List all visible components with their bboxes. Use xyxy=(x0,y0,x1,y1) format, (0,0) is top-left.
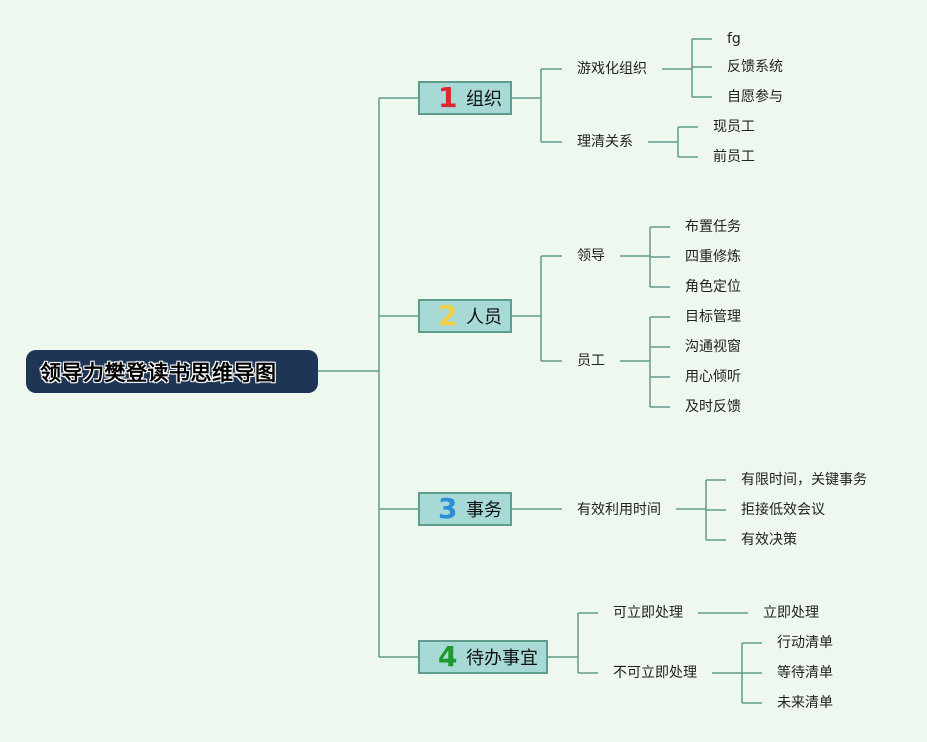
leaf-node[interactable]: 立即处理 xyxy=(763,605,819,621)
subtopic-node[interactable]: 理清关系 xyxy=(577,134,633,150)
subtopic-node[interactable]: 可立即处理 xyxy=(613,605,683,621)
leaf-node[interactable]: 四重修炼 xyxy=(685,249,741,265)
leaf-node[interactable]: 未来清单 xyxy=(777,695,833,711)
topic-number-badge: 4 xyxy=(438,640,458,673)
topic-node-affairs[interactable]: 3 事务 xyxy=(418,492,512,526)
leaf-node[interactable]: 反馈系统 xyxy=(727,59,783,75)
root-title: 领导力樊登读书思维导图 xyxy=(40,360,277,385)
topic-label: 待办事宜 xyxy=(466,648,538,669)
leaf-node[interactable]: 拒接低效会议 xyxy=(741,502,825,518)
leaf-node[interactable]: 及时反馈 xyxy=(685,399,741,415)
topic-node-organization[interactable]: 1 组织 xyxy=(418,81,512,115)
root-node[interactable]: 领导力樊登读书思维导图 xyxy=(26,350,318,393)
leaf-node[interactable]: 角色定位 xyxy=(685,279,741,295)
leaf-node[interactable]: 有效决策 xyxy=(741,532,797,548)
topic-node-todo[interactable]: 4 待办事宜 xyxy=(418,640,548,674)
topic-number-badge: 3 xyxy=(438,492,458,525)
leaf-node[interactable]: 自愿参与 xyxy=(727,89,783,105)
subtopic-node[interactable]: 员工 xyxy=(577,353,605,369)
topic-node-personnel[interactable]: 2 人员 xyxy=(418,299,512,333)
leaf-node[interactable]: fg xyxy=(727,31,741,47)
topic-label: 人员 xyxy=(466,307,502,328)
subtopic-node[interactable]: 领导 xyxy=(577,248,605,264)
leaf-node[interactable]: 有限时间，关键事务 xyxy=(741,472,867,488)
leaf-node[interactable]: 沟通视窗 xyxy=(685,339,741,355)
topic-number-badge: 1 xyxy=(438,81,458,114)
leaf-node[interactable]: 现员工 xyxy=(713,119,755,135)
subtopic-node[interactable]: 游戏化组织 xyxy=(577,61,647,77)
leaf-node[interactable]: 用心倾听 xyxy=(685,369,741,385)
leaf-node[interactable]: 等待清单 xyxy=(777,665,833,681)
topic-label: 事务 xyxy=(466,500,502,521)
leaf-node[interactable]: 目标管理 xyxy=(685,309,741,325)
leaf-node[interactable]: 行动清单 xyxy=(777,635,833,651)
subtopic-node[interactable]: 有效利用时间 xyxy=(577,502,661,518)
subtopic-node[interactable]: 不可立即处理 xyxy=(613,665,697,681)
topic-label: 组织 xyxy=(466,89,502,110)
topic-number-badge: 2 xyxy=(438,299,458,332)
leaf-node[interactable]: 前员工 xyxy=(713,149,755,165)
leaf-node[interactable]: 布置任务 xyxy=(685,219,741,235)
